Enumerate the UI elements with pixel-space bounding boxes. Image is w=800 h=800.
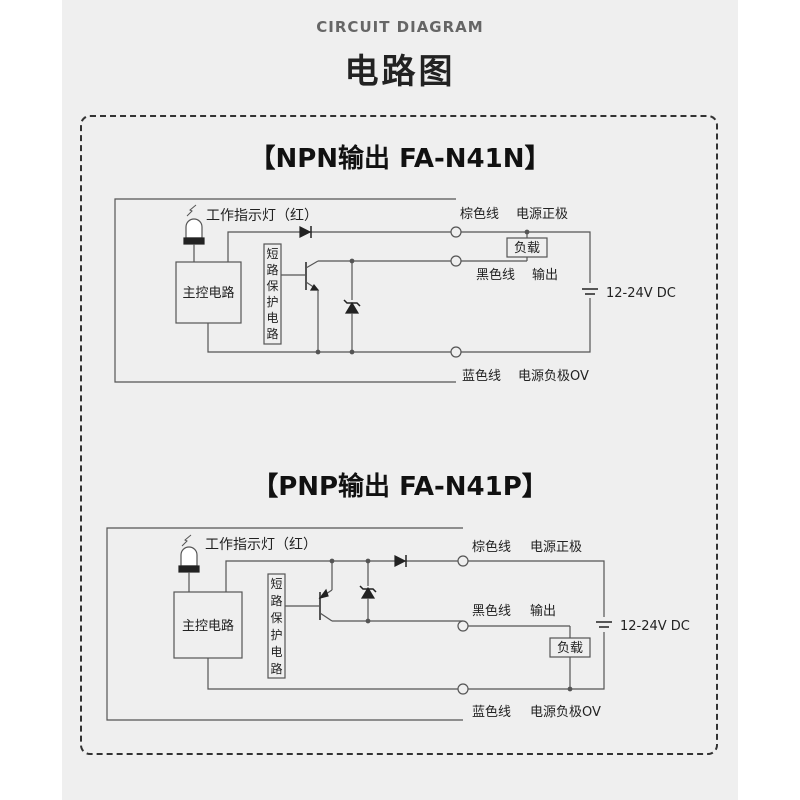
pnp-indicator-label: 工作指示灯（红） [205, 537, 317, 553]
pnp-section-title: 【PNP输出 FA-N41P】 [252, 472, 548, 502]
pnp-short-protect-label: 短 路 保 护 电 路 [270, 577, 282, 676]
pnp-brown-function-label: 电源正极 [530, 540, 582, 555]
npn-main-control-box [175, 261, 242, 324]
pnp-short-protect-char: 路 [270, 593, 282, 608]
pnp-blue-function-label: 电源负极OV [530, 705, 601, 720]
pnp-load-box [549, 637, 591, 658]
pnp-diagram [106, 527, 612, 721]
pnp-short-protect-char: 路 [270, 661, 282, 676]
npn-indicator-lamp-icon [183, 204, 205, 262]
pnp-transistor-icon [285, 561, 463, 622]
npn-battery-icon [582, 288, 598, 295]
npn-black-wire-label: 黑色线 [476, 267, 515, 283]
pnp-main-circuit-label: 主控电路 [182, 618, 234, 634]
npn-diagram [114, 198, 598, 383]
pnp-black-function-label: 输出 [530, 603, 556, 619]
dashed-frame [80, 115, 718, 755]
npn-indicator-label: 工作指示灯（红） [206, 208, 318, 224]
pnp-zener-icon [359, 561, 377, 621]
npn-short-protect-char: 路 [266, 262, 278, 277]
npn-blue-terminal [450, 346, 462, 358]
npn-zener-icon [343, 261, 361, 352]
npn-load-label: 负载 [514, 241, 540, 256]
npn-brown-function-label: 电源正极 [516, 207, 568, 222]
pnp-battery-icon [596, 621, 612, 628]
pnp-diode-icon [394, 555, 407, 567]
npn-enclosure [114, 198, 456, 383]
npn-black-terminal [450, 255, 462, 267]
pnp-supply-label: 12-24V DC [620, 619, 690, 634]
pnp-brown-terminal [457, 555, 469, 567]
npn-transistor-icon [281, 260, 456, 352]
npn-main-circuit-label: 主控电路 [182, 285, 234, 301]
npn-load-box [506, 237, 548, 258]
pnp-short-protect-char: 保 [270, 611, 282, 625]
npn-short-protect-char: 路 [266, 326, 278, 341]
pnp-enclosure [106, 527, 463, 721]
background-panel [62, 0, 738, 800]
pnp-black-terminal [457, 620, 469, 632]
pnp-load-label: 负载 [557, 641, 583, 656]
npn-short-protect-char: 电 [266, 311, 278, 325]
npn-supply-label: 12-24V DC [606, 286, 676, 301]
header-english-title: CIRCUIT DIAGRAM [316, 18, 484, 36]
npn-section-title: 【NPN输出 FA-N41N】 [249, 144, 551, 174]
npn-brown-wire-label: 棕色线 [460, 206, 499, 222]
npn-short-protect-box [263, 243, 282, 345]
pnp-short-protect-char: 短 [270, 577, 282, 591]
npn-blue-wire-label: 蓝色线 [462, 368, 501, 384]
pnp-short-protect-char: 护 [270, 628, 282, 642]
pnp-short-protect-box [267, 573, 286, 679]
pnp-blue-terminal [457, 683, 469, 695]
pnp-black-wire-label: 黑色线 [472, 603, 511, 619]
pnp-blue-wire-label: 蓝色线 [472, 704, 511, 720]
npn-short-protect-char: 短 [266, 247, 278, 261]
npn-blue-function-label: 电源负极OV [518, 369, 589, 384]
pnp-short-protect-char: 电 [270, 645, 282, 659]
pnp-indicator-lamp-icon [178, 534, 200, 592]
npn-black-function-label: 输出 [532, 267, 558, 283]
npn-short-protect-label: 短 路 保 护 电 路 [266, 247, 278, 341]
npn-diode-icon [299, 226, 312, 238]
npn-short-protect-char: 保 [266, 279, 278, 293]
npn-brown-terminal [450, 226, 462, 238]
npn-short-protect-char: 护 [266, 295, 278, 309]
pnp-brown-wire-label: 棕色线 [472, 539, 511, 555]
pnp-main-control-box [173, 591, 243, 659]
header-chinese-title: 电路图 [344, 52, 456, 92]
